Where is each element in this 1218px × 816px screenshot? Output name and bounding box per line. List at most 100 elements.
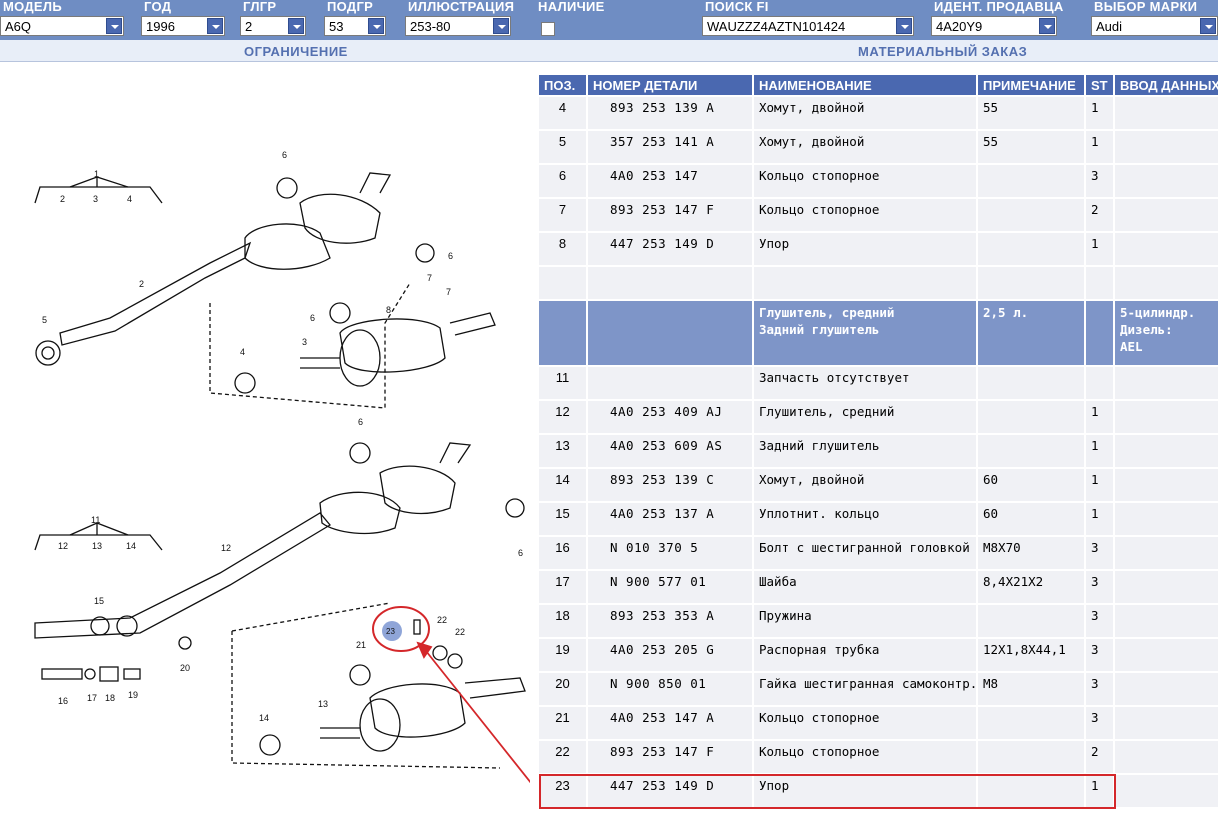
- part-number-cell: 893 253 147 F: [588, 199, 752, 231]
- data-input-cell[interactable]: [1115, 267, 1218, 299]
- chevron-down-icon[interactable]: [493, 18, 509, 34]
- part-number-cell: N 900 850 01: [588, 673, 752, 705]
- data-input-cell[interactable]: [1115, 97, 1218, 129]
- header-name[interactable]: НАИМЕНОВАНИЕ: [754, 75, 976, 95]
- data-input-cell[interactable]: [1115, 639, 1218, 671]
- main-group-select[interactable]: 2: [240, 16, 306, 36]
- data-input-cell[interactable]: [1115, 233, 1218, 265]
- data-input-cell[interactable]: [1115, 673, 1218, 705]
- chevron-down-icon[interactable]: [1200, 18, 1216, 34]
- st-cell: 3: [1086, 639, 1113, 671]
- callout-12: 12: [58, 541, 68, 551]
- diagram-top-assembly: 1 2 3 4 6 6 2 5 7 7 8 6: [34, 150, 496, 409]
- model-value: A6Q: [5, 19, 32, 34]
- material-order-section-title: МАТЕРИАЛЬНЫЙ ЗАКАЗ: [858, 44, 1028, 59]
- model-select[interactable]: A6Q: [0, 16, 124, 36]
- callout-6c: 6: [310, 313, 315, 323]
- brand-label: ВЫБОР МАРКИ: [1094, 0, 1198, 14]
- chevron-down-icon[interactable]: [207, 18, 223, 34]
- header-data-input[interactable]: ВВОД ДАННЫХ: [1115, 75, 1218, 95]
- data-input-cell[interactable]: [1115, 199, 1218, 231]
- callout-22a: 22: [437, 615, 447, 625]
- selected-callout-23[interactable]: 23: [372, 606, 430, 652]
- data-input-cell[interactable]: [1115, 775, 1218, 807]
- brand-select[interactable]: Audi: [1091, 16, 1218, 36]
- chevron-down-icon[interactable]: [896, 18, 912, 34]
- pos-cell: 5: [539, 131, 586, 163]
- year-select[interactable]: 1996: [141, 16, 225, 36]
- chevron-down-icon[interactable]: [288, 18, 304, 34]
- st-cell: 3: [1086, 537, 1113, 569]
- note-cell: M8: [978, 673, 1084, 705]
- part-number-cell: 447 253 149 D: [588, 775, 752, 807]
- data-input-cell[interactable]: [1115, 571, 1218, 603]
- note-cell: [978, 775, 1084, 807]
- model-label: МОДЕЛЬ: [3, 0, 62, 14]
- dealer-id-value: 4A20Y9: [936, 19, 983, 34]
- data-input-cell[interactable]: [1115, 401, 1218, 433]
- st-cell: [1086, 301, 1113, 365]
- header-pos[interactable]: ПОЗ.: [539, 75, 586, 95]
- header-st[interactable]: ST: [1086, 75, 1113, 95]
- table-row[interactable]: [539, 267, 1218, 299]
- callout-21: 21: [356, 640, 366, 650]
- data-input-cell[interactable]: [1115, 367, 1218, 399]
- availability-checkbox[interactable]: [541, 22, 555, 36]
- callout-1: 1: [94, 169, 99, 179]
- data-input-cell[interactable]: [1115, 741, 1218, 773]
- fi-search-select[interactable]: WAUZZZ4AZTN101424: [702, 16, 914, 36]
- header-note[interactable]: ПРИМЕЧАНИЕ: [978, 75, 1084, 95]
- data-input-cell[interactable]: [1115, 131, 1218, 163]
- note-cell: [978, 741, 1084, 773]
- callout-13b: 13: [318, 699, 328, 709]
- sub-group-label: ПОДГР: [327, 0, 374, 14]
- data-input-cell[interactable]: [1115, 435, 1218, 467]
- data-input-cell[interactable]: 5-цилиндр.Дизель:AEL: [1115, 301, 1218, 365]
- data-input-cell[interactable]: [1115, 165, 1218, 197]
- part-number-cell: 357 253 141 A: [588, 131, 752, 163]
- data-input-cell[interactable]: [1115, 503, 1218, 535]
- st-cell: [1086, 267, 1113, 299]
- year-label: ГОД: [144, 0, 172, 14]
- dealer-id-select[interactable]: 4A20Y9: [931, 16, 1057, 36]
- exploded-parts-diagram: 1 2 3 4 6 6 2 5 7 7 8 6: [0, 63, 540, 816]
- header-part-number[interactable]: НОМЕР ДЕТАЛИ: [588, 75, 752, 95]
- main-group-label: ГЛГР: [243, 0, 277, 14]
- data-input-cell[interactable]: [1115, 707, 1218, 739]
- part-number-cell: N 010 370 5: [588, 537, 752, 569]
- illustration-select[interactable]: 253-80: [405, 16, 511, 36]
- note-cell: 8,4X21X2: [978, 571, 1084, 603]
- part-number-cell: [588, 267, 752, 299]
- data-input-cell[interactable]: [1115, 537, 1218, 569]
- part-number-cell: [588, 301, 752, 365]
- chevron-down-icon[interactable]: [368, 18, 384, 34]
- note-cell: [978, 165, 1084, 197]
- chevron-down-icon[interactable]: [106, 18, 122, 34]
- data-input-cell[interactable]: [1115, 469, 1218, 501]
- note-cell: [978, 707, 1084, 739]
- sub-group-select[interactable]: 53: [324, 16, 386, 36]
- data-input-cell[interactable]: [1115, 605, 1218, 637]
- st-cell: 1: [1086, 469, 1113, 501]
- chevron-down-icon[interactable]: [1039, 18, 1055, 34]
